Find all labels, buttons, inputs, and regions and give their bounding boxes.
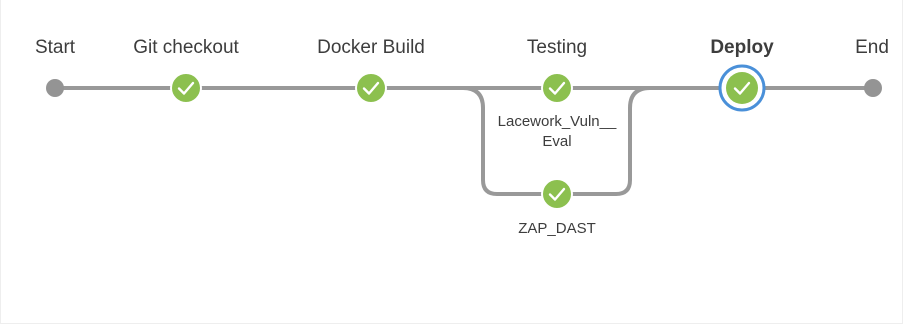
branch-label-line2: Eval [542,133,572,150]
stage-label-end: End [855,37,889,58]
branch-label-line1: Lacework_Vuln__ [497,113,617,130]
branch-label-zap-dast[interactable]: ZAP_DAST [518,220,596,237]
stage-label-git-checkout[interactable]: Git checkout [133,37,239,58]
check-icon [733,81,751,95]
check-icon [548,81,566,95]
check-icon [548,187,566,201]
stage-label-start: Start [34,37,76,58]
stage-node-zap-dast[interactable] [541,178,573,210]
stage-node-docker-build[interactable] [355,72,387,104]
stage-node-deploy[interactable] [718,64,766,112]
stage-node-lacework-vuln-eval[interactable] [541,72,573,104]
stage-label-deploy[interactable]: Deploy [710,37,774,58]
stage-label-docker-build[interactable]: Docker Build [317,37,425,58]
end-node[interactable] [864,79,882,97]
check-icon [362,81,380,95]
branch-label-lacework-vuln-eval[interactable]: Lacework_Vuln__ Eval [487,112,627,152]
start-node[interactable] [46,79,64,97]
stage-label-testing[interactable]: Testing [526,37,588,58]
check-icon [177,81,195,95]
stage-node-git-checkout[interactable] [170,72,202,104]
